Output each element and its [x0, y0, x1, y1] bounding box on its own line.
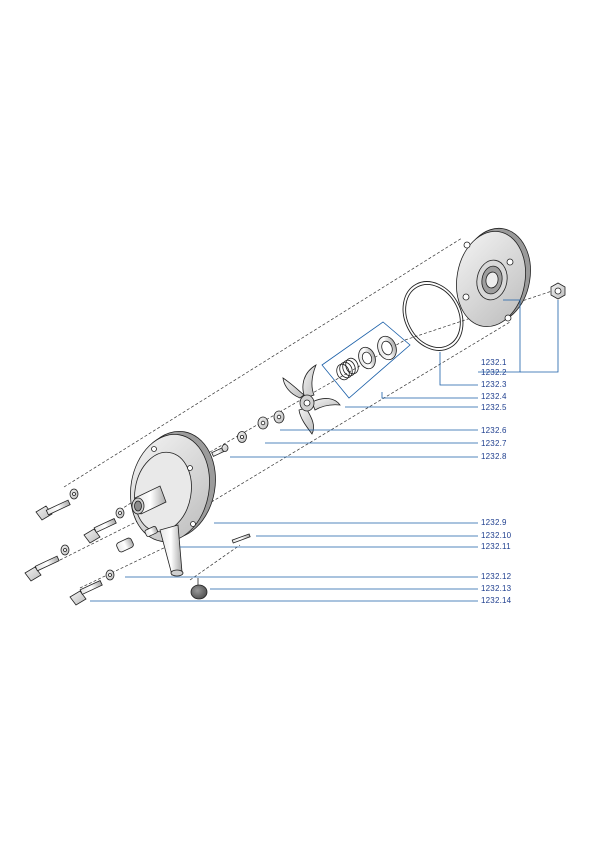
label-1232-3: 1232.3 — [481, 380, 507, 389]
label-1232-6: 1232.6 — [481, 426, 507, 435]
mechanical-seal — [336, 335, 397, 381]
drain-plug — [190, 578, 208, 600]
label-1232-5: 1232.5 — [481, 403, 507, 412]
pin — [231, 533, 251, 544]
label-1232-2: 1232.2 — [481, 368, 507, 377]
hex-nut — [550, 282, 566, 300]
label-1232-10: 1232.10 — [481, 531, 512, 540]
label-1232-4: 1232.4 — [481, 392, 507, 401]
label-1232-14: 1232.14 — [481, 596, 512, 605]
bolts — [24, 488, 125, 606]
impeller-screw — [211, 444, 229, 457]
label-1232-7: 1232.7 — [481, 439, 507, 448]
o-ring — [402, 281, 464, 351]
label-1232-9: 1232.9 — [481, 518, 507, 527]
sleeve — [116, 526, 158, 553]
label-1232-13: 1232.13 — [481, 584, 512, 593]
seal-group-box — [321, 321, 411, 399]
label-1232-8: 1232.8 — [481, 452, 507, 461]
impeller — [282, 364, 341, 435]
leader-lines — [90, 299, 559, 602]
rear-flange — [456, 227, 531, 328]
label-1232-1: 1232.1 — [481, 358, 507, 367]
label-1232-12: 1232.12 — [481, 572, 512, 581]
pump-housing — [130, 430, 216, 577]
washers — [237, 410, 285, 443]
label-1232-11: 1232.11 — [481, 542, 511, 551]
